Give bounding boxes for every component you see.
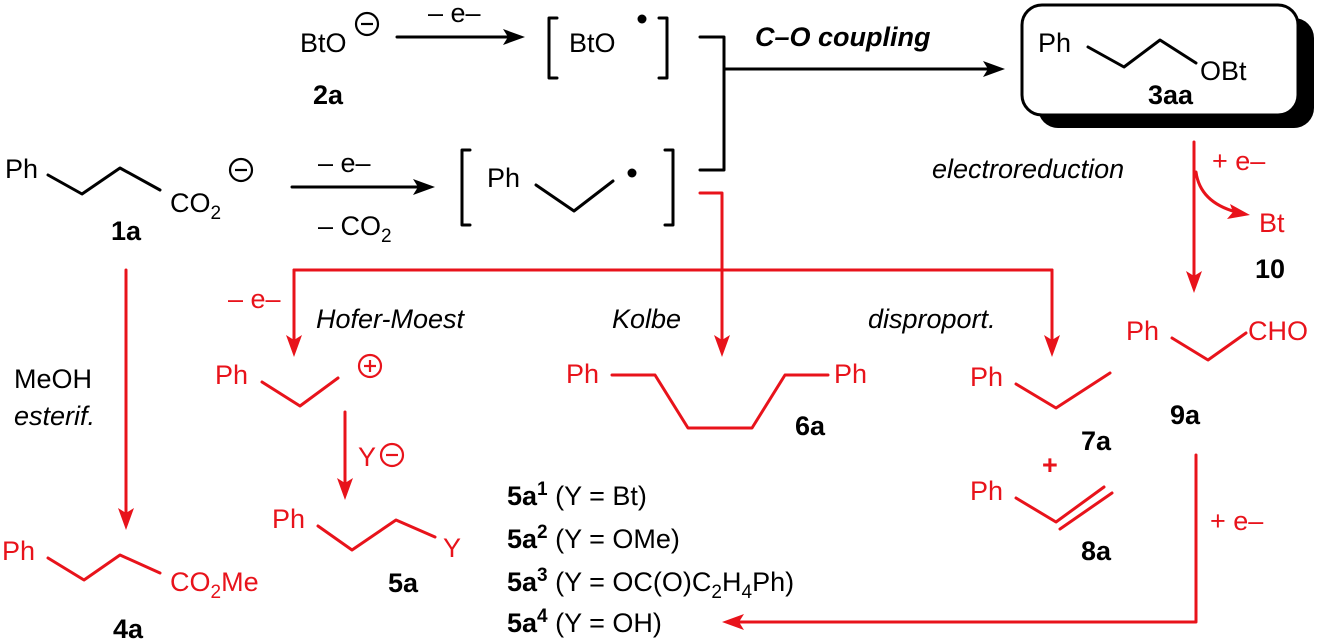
disproport-label: disproport. (868, 304, 996, 334)
coupling-arrow-head (983, 61, 1005, 77)
compound-9a-cho: CHO (1248, 316, 1308, 346)
compound-7a-bonds (1014, 371, 1112, 410)
electroreduction-arrow-head (1186, 271, 1202, 293)
compound-3aa-label: 3aa (1148, 80, 1194, 110)
product-box (1020, 3, 1300, 117)
esterif-label-1: MeOH (14, 364, 92, 394)
compound-6a-ph-left: Ph (566, 359, 599, 389)
cation-ph: Ph (215, 360, 248, 390)
radical-dot-icon (627, 168, 637, 178)
compound-8a-bond-1 (1014, 485, 1106, 524)
compound-3aa-bonds (1086, 38, 1198, 69)
compound-1a-co: CO2 (170, 188, 221, 224)
coupling-label: C–O coupling (755, 22, 931, 52)
compound-9a-label: 9a (1170, 400, 1201, 430)
bto-oxidation-label: – e– (428, 0, 481, 28)
reduction-9a-label: + e– (1210, 506, 1263, 536)
compound-10-bt: Bt (1259, 208, 1285, 238)
esterification-arrow-head (118, 508, 134, 530)
compound-9a-ph: Ph (1126, 316, 1159, 346)
aldehyde-reduction-arrow-head (722, 614, 744, 630)
cation-charge-icon (357, 353, 383, 379)
compound-8a-ph: Ph (970, 476, 1003, 506)
nucleophile-arrow-head (337, 478, 353, 500)
kolbe-label: Kolbe (612, 304, 681, 334)
compound-3aa-obt: OBt (1200, 56, 1247, 86)
decarboxylation-arrow-head (413, 179, 435, 195)
bracket-right-alkyl (663, 148, 675, 227)
decarbox-label-1: – e– (318, 148, 371, 178)
side-pathway-connector (698, 191, 724, 272)
compound-5a-y: Y (443, 533, 461, 563)
oxidation-arrow-bto-head (503, 29, 525, 45)
list-5a-item-1: 5a1 (Y = Bt) (507, 479, 647, 511)
reduction-plus-label: + e– (1212, 146, 1265, 176)
electroreduction-label: electroreduction (932, 154, 1124, 184)
plus-sign: + (1042, 450, 1058, 480)
compound-6a-label: 6a (795, 411, 826, 441)
compound-3aa-ph: Ph (1038, 28, 1071, 58)
compound-7a-ph: Ph (970, 362, 1003, 392)
compound-9a-bonds (1170, 331, 1248, 362)
carboxylate-charge-icon (228, 157, 254, 183)
bracket-right-bto (657, 16, 669, 80)
nucleophile-charge-icon (379, 442, 405, 468)
compound-8a-bond-2 (1058, 491, 1114, 531)
compound-6a-bonds (610, 373, 830, 430)
compound-1a-label: 1a (111, 216, 142, 246)
bt-release-arrow-head (1227, 204, 1250, 219)
compound-5a-ph: Ph (272, 504, 305, 534)
kolbe-arrow-head (714, 335, 730, 357)
compound-4a-ph: Ph (2, 536, 35, 566)
hofer-moest-arrow-head (286, 335, 302, 357)
compound-2a-formula: BtO (300, 28, 347, 58)
anion-charge-icon (354, 11, 380, 37)
list-5a-item-3: 5a3 (Y = OC(O)C2H4Ph) (507, 565, 794, 603)
compound-1a-ph: Ph (5, 154, 38, 184)
compound-5a-bonds (316, 518, 437, 552)
compound-7a-label: 7a (1081, 426, 1112, 456)
bracket-left-alkyl (460, 148, 472, 227)
esterif-label-2: esterif. (14, 401, 95, 431)
alkyl-radical-bonds (534, 179, 615, 213)
alkyl-radical-ph: Ph (487, 163, 520, 193)
compound-5a-label: 5a (388, 568, 419, 598)
oxidation-minus-label: – e– (228, 284, 281, 314)
coupling-connector (698, 35, 726, 172)
decarbox-label-2: – CO2 (318, 211, 392, 247)
compound-10-label: 10 (1255, 254, 1285, 284)
radical-dot-icon (637, 14, 647, 24)
aldehyde-reduction-arrow (736, 453, 1198, 624)
bracket-left-bto (547, 16, 559, 80)
compound-4a-label: 4a (113, 614, 144, 642)
compound-1a-bonds (46, 166, 162, 196)
hofer-moest-label: Hofer-Moest (316, 304, 466, 334)
bt-release-arrow (1194, 170, 1238, 214)
cation-bonds (260, 376, 340, 408)
compound-6a-ph-right: Ph (834, 359, 867, 389)
disproport-arrow-head (1044, 335, 1060, 357)
compound-2a-label: 2a (313, 80, 344, 110)
compound-4a-ester: CO2Me (170, 567, 259, 603)
list-5a-item-4: 5a4 (Y = OH) (507, 606, 662, 638)
nucleophile-y: Y (358, 442, 376, 472)
compound-4a-bonds (46, 553, 162, 582)
list-5a-item-2: 5a2 (Y = OMe) (507, 522, 680, 554)
bto-radical-formula: BtO (569, 28, 616, 58)
compound-8a-label: 8a (1081, 536, 1112, 566)
